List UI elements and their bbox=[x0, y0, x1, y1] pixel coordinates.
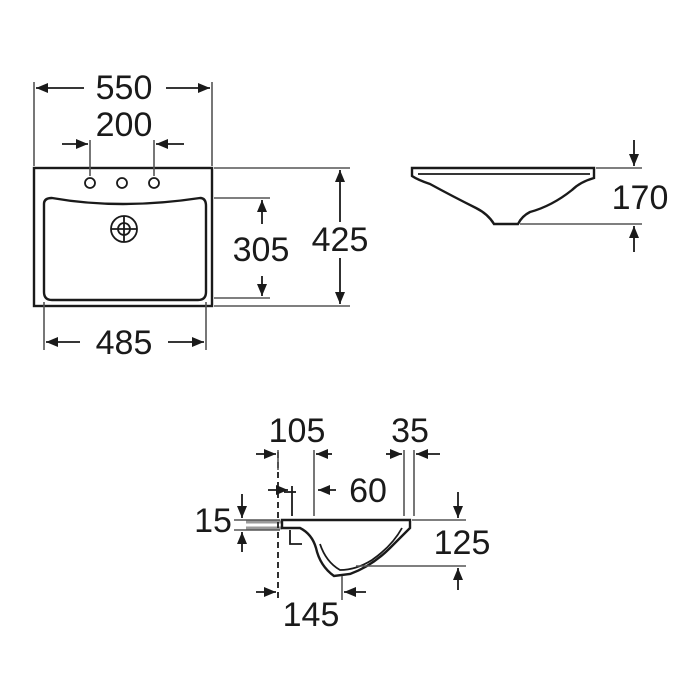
dim-485: 485 bbox=[96, 324, 153, 362]
drain-icon bbox=[110, 215, 138, 243]
tap-hole-left bbox=[84, 177, 96, 189]
dim-200: 200 bbox=[96, 106, 153, 144]
dim-125: 125 bbox=[434, 524, 491, 562]
tap-hole-center bbox=[116, 177, 128, 189]
section-view: 105 35 60 15 125 145 bbox=[194, 412, 490, 634]
side-profile bbox=[410, 166, 596, 226]
dim-105: 105 bbox=[269, 412, 326, 450]
bowl-section bbox=[280, 518, 412, 578]
dim-170: 170 bbox=[612, 179, 669, 217]
dim-60: 60 bbox=[349, 472, 387, 510]
tap-hole-right bbox=[148, 177, 160, 189]
side-view: 170 bbox=[410, 140, 669, 252]
dim-305: 305 bbox=[233, 231, 290, 269]
dim-145: 145 bbox=[283, 596, 340, 634]
bowl-outline bbox=[42, 196, 208, 302]
top-view: 550 200 485 305 425 bbox=[32, 69, 369, 362]
dim-15: 15 bbox=[194, 502, 232, 540]
dim-425: 425 bbox=[312, 221, 369, 259]
dim-35: 35 bbox=[391, 412, 429, 450]
basin-outline bbox=[32, 166, 214, 308]
dim-550: 550 bbox=[96, 69, 153, 107]
